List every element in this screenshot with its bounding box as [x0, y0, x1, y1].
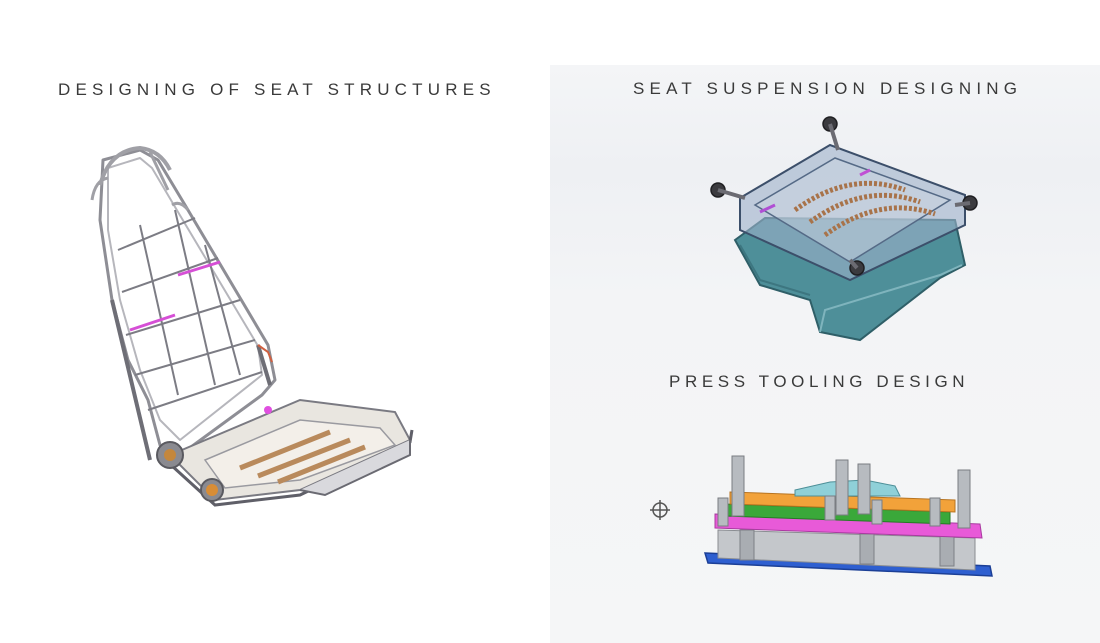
- seat-structures-panel: DESIGNING OF SEAT STRUCTURES: [58, 80, 496, 507]
- press-tooling-heading: PRESS TOOLING DESIGN: [669, 372, 970, 391]
- crosshair-icon[interactable]: [650, 500, 670, 520]
- seat-structure-model: [90, 146, 414, 507]
- seat-suspension-model: [710, 116, 978, 342]
- backrest-outer-frame: [98, 148, 277, 457]
- backrest-inner-frame: [107, 157, 263, 441]
- seat-suspension-heading: SEAT SUSPENSION DESIGNING: [633, 79, 1023, 98]
- seat-structures-heading: DESIGNING OF SEAT STRUCTURES: [58, 80, 496, 99]
- press-tooling-model: [703, 455, 993, 577]
